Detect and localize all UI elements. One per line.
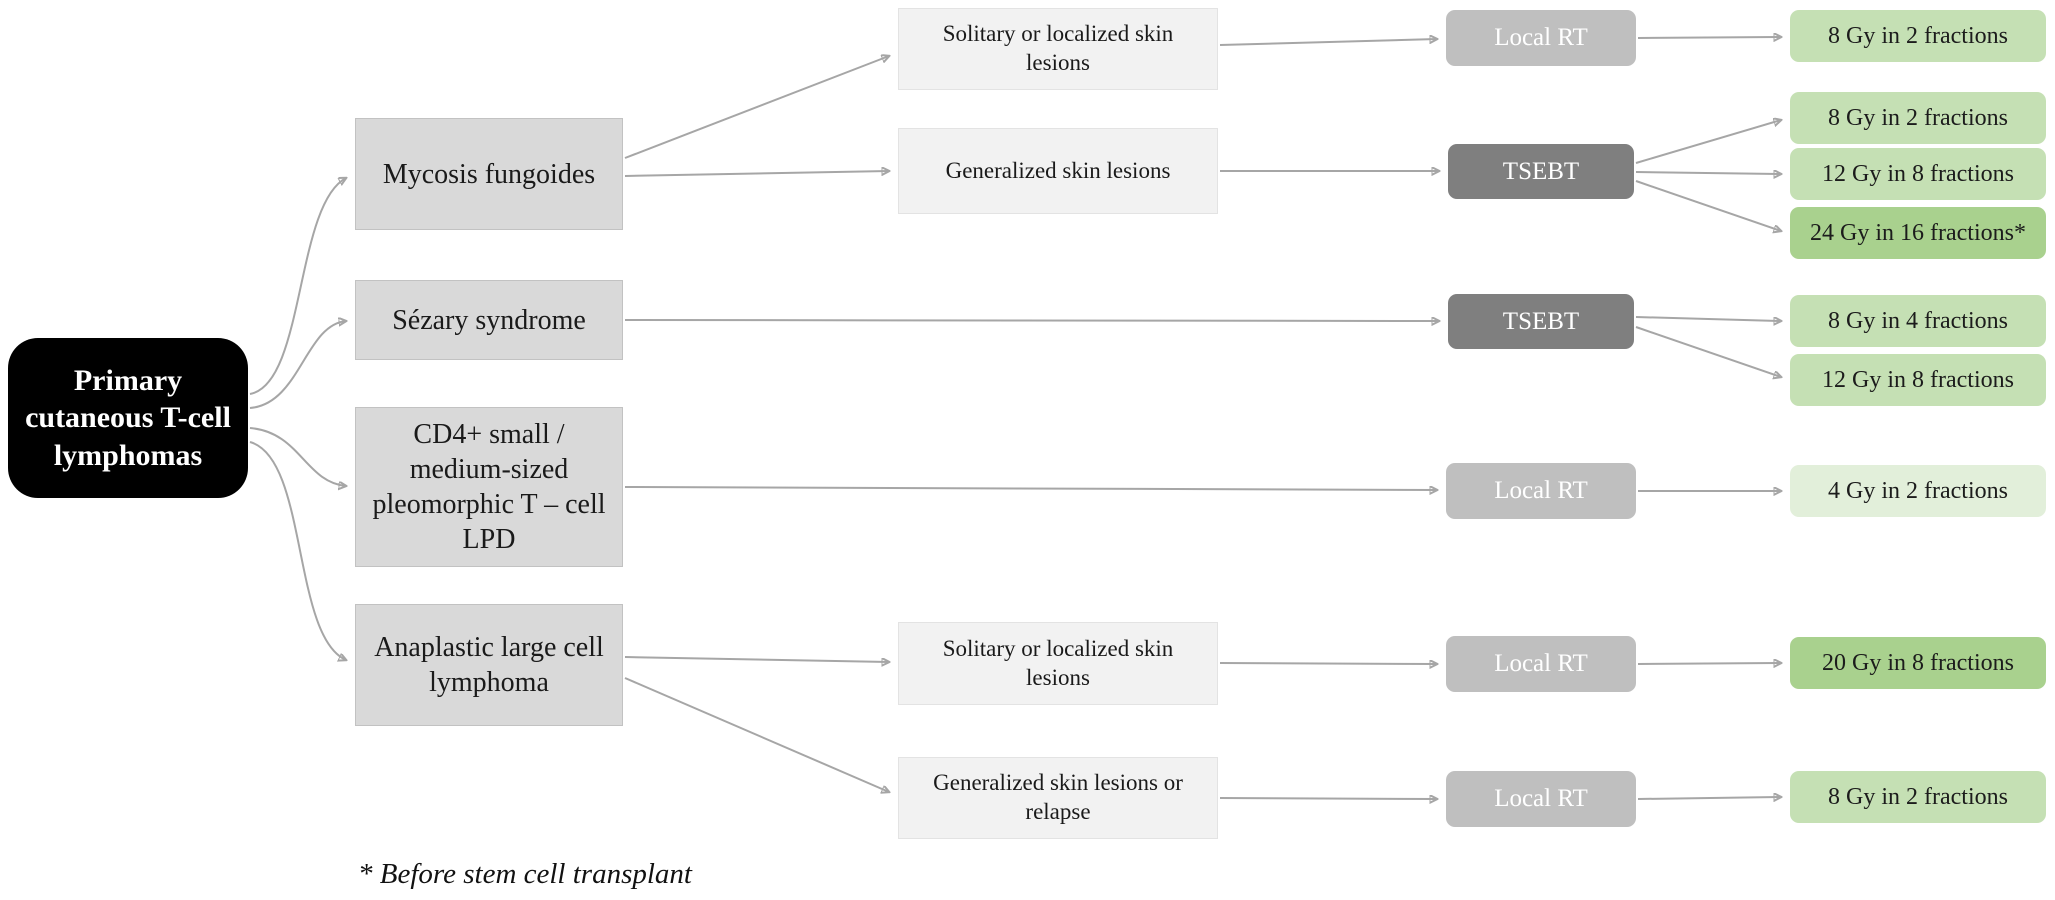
node-dose-alcl-solitary: 20 Gy in 8 fractions (1790, 637, 2046, 689)
node-mf-solitary-local-rt: Local RT (1446, 10, 1636, 66)
arrow-alcl-to-generalized (624, 677, 889, 792)
node-dose-mf-solitary: 8 Gy in 2 fractions (1790, 10, 2046, 62)
arrow-mf-tsebt-to-dose-2 (1635, 172, 1781, 174)
node-dose-sezary-1: 8 Gy in 4 fractions (1790, 295, 2046, 347)
node-mf-generalized-lesions: Generalized skin lesions (898, 128, 1218, 214)
arrow-mf-solitary-to-local-rt (1219, 39, 1437, 46)
node-cd4-small-medium-lpd: CD4+ small / medium-sized pleomorphic T … (355, 407, 623, 567)
node-sezary-syndrome: Sézary syndrome (355, 280, 623, 360)
node-mycosis-fungoides: Mycosis fungoides (355, 118, 623, 230)
node-dose-mf-tsebt-1: 8 Gy in 2 fractions (1790, 92, 2046, 144)
node-alcl-generalized-lesions: Generalized skin lesions or relapse (898, 757, 1218, 839)
arrow-mf-local-rt-to-dose (1637, 37, 1781, 38)
node-alcl-solitary-lesions: Solitary or localized skin lesions (898, 622, 1218, 705)
node-dose-sezary-2: 12 Gy in 8 fractions (1790, 354, 2046, 406)
node-mf-solitary-lesions: Solitary or localized skin lesions (898, 8, 1218, 90)
node-dose-mf-tsebt-3: 24 Gy in 16 fractions* (1790, 207, 2046, 259)
arrow-alcl-generalized-local-rt-to-dose (1637, 797, 1781, 799)
node-dose-alcl-generalized: 8 Gy in 2 fractions (1790, 771, 2046, 823)
arrow-mycosis-to-generalized (624, 171, 889, 177)
arrow-root-to-cd4 (249, 427, 346, 486)
arrow-sezary-tsebt-to-dose-1 (1635, 316, 1781, 321)
arrow-alcl-solitary-local-rt-to-dose (1637, 663, 1781, 664)
arrow-root-to-alcl (249, 441, 346, 660)
node-alcl-solitary-local-rt: Local RT (1446, 636, 1636, 692)
arrow-mycosis-to-solitary (624, 56, 889, 159)
arrow-alcl-solitary-to-local-rt (1219, 663, 1437, 664)
node-dose-cd4: 4 Gy in 2 fractions (1790, 465, 2046, 517)
arrow-alcl-to-solitary (624, 656, 889, 662)
arrow-sezary-tsebt-to-dose-2 (1635, 326, 1781, 377)
node-cd4-local-rt: Local RT (1446, 463, 1636, 519)
node-mf-generalized-tsebt: TSEBT (1448, 144, 1634, 199)
node-sezary-tsebt: TSEBT (1448, 294, 1634, 349)
node-primary-cutaneous-t-cell-lymphomas: Primary cutaneous T-cell lymphomas (8, 338, 248, 498)
arrow-cd4-to-local-rt (624, 487, 1437, 490)
node-dose-mf-tsebt-2: 12 Gy in 8 fractions (1790, 148, 2046, 200)
arrow-alcl-generalized-to-local-rt (1219, 798, 1437, 799)
arrow-root-to-mycosis (249, 178, 346, 395)
arrow-root-to-sezary (249, 321, 346, 409)
node-alcl-generalized-local-rt: Local RT (1446, 771, 1636, 827)
arrow-sezary-to-tsebt (624, 320, 1439, 321)
footnote: * Before stem cell transplant (358, 858, 692, 890)
node-anaplastic-large-cell-lymphoma: Anaplastic large cell lymphoma (355, 604, 623, 726)
arrow-mf-tsebt-to-dose-3 (1635, 180, 1781, 231)
arrow-mf-tsebt-to-dose-1 (1635, 120, 1781, 164)
